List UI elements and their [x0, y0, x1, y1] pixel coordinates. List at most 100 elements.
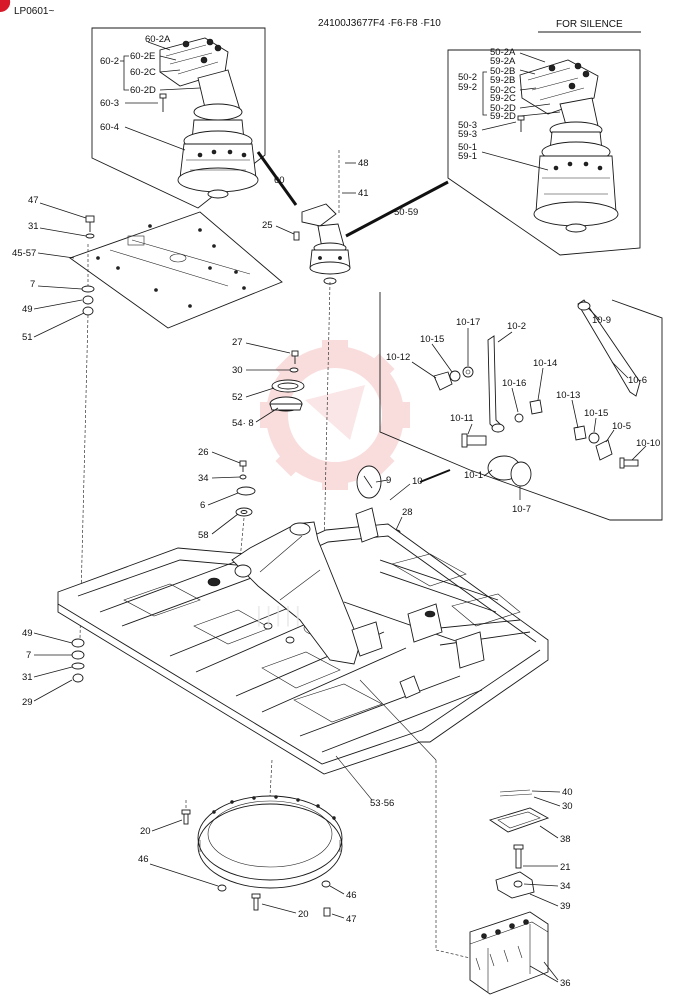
- watermark-text-decoration: |||||: [256, 602, 305, 627]
- label-46-right: 46: [346, 890, 357, 901]
- label-59-1: 59-1: [458, 151, 477, 162]
- label-7-top: 7: [30, 279, 35, 290]
- label-10-6: 10-6: [628, 375, 647, 386]
- label-59-2D: 59-2D: [490, 111, 516, 122]
- label-58: 58: [198, 530, 209, 541]
- lever-10-drawing: [356, 299, 641, 499]
- plate-bolts-left: [71, 215, 95, 683]
- label-60-2D: 60-2D: [130, 85, 156, 96]
- label-49-bottom: 49: [22, 628, 33, 639]
- label-10-16: 10-16: [502, 378, 526, 389]
- label-29: 29: [22, 697, 33, 708]
- label-46-left: 46: [138, 854, 149, 865]
- label-59-2B: 59-2B: [490, 75, 515, 86]
- label-21: 21: [560, 862, 571, 873]
- label-60-2A: 60-2A: [145, 34, 171, 45]
- label-41: 41: [358, 188, 369, 199]
- label-10: 10: [412, 476, 423, 487]
- label-39: 39: [560, 901, 571, 912]
- inset-50-59-leaders: [481, 52, 561, 171]
- swing-motor-50-59-drawing: [517, 59, 619, 233]
- label-10-7: 10-7: [512, 504, 531, 515]
- label-60-2: 60-2: [100, 56, 119, 67]
- label-10-2: 10-2: [507, 321, 526, 332]
- label-10-13: 10-13: [556, 390, 580, 401]
- label-52: 52: [232, 392, 243, 403]
- label-54-8: 54· 8: [232, 418, 254, 429]
- label-28: 28: [402, 507, 413, 518]
- label-60-4: 60-4: [100, 122, 119, 133]
- label-34-bottom: 34: [560, 881, 571, 892]
- label-10-17: 10-17: [456, 317, 480, 328]
- label-49-top: 49: [22, 304, 33, 315]
- label-20-left: 20: [140, 826, 151, 837]
- label-25: 25: [262, 220, 273, 231]
- label-59-2: 59-2: [458, 82, 477, 93]
- swing-motor-60-drawing: [159, 37, 259, 199]
- label-6: 6: [200, 500, 205, 511]
- label-10-15-a: 10-15: [420, 334, 444, 345]
- inset-lever-10: [379, 292, 663, 521]
- label-9: 9: [386, 475, 391, 486]
- corner-badge: [0, 0, 11, 13]
- label-53-56: 53·56: [370, 798, 394, 809]
- link-inset-60: [256, 151, 298, 206]
- watermark-logo: [260, 340, 410, 490]
- label-50-2C: 50-2C: [490, 85, 516, 96]
- label-47-bottom: 47: [346, 914, 357, 925]
- label-20-bottom: 20: [298, 909, 309, 920]
- silence-note: FOR SILENCE: [556, 19, 623, 30]
- label-59-2C: 59-2C: [490, 93, 516, 104]
- label-10-5: 10-5: [612, 421, 631, 432]
- page-code: LP0601~: [14, 6, 54, 17]
- label-7-bottom: 7: [26, 650, 31, 661]
- main-frame: [57, 507, 549, 775]
- center-swing-motor: [301, 150, 351, 641]
- label-60-2C: 60-2C: [130, 67, 156, 78]
- lever-10-leaders: [375, 307, 647, 501]
- label-34-mid: 34: [198, 473, 209, 484]
- label-38: 38: [560, 834, 571, 845]
- link-inset-50-59: [345, 180, 449, 238]
- label-10-14: 10-14: [533, 358, 557, 369]
- label-31-bottom: 31: [22, 672, 33, 683]
- label-50-2D: 50-2D: [490, 103, 516, 114]
- label-47-top: 47: [28, 195, 39, 206]
- label-10-10: 10-10: [636, 438, 660, 449]
- label-59-3: 59-3: [458, 129, 477, 140]
- label-50-2: 50-2: [458, 72, 477, 83]
- inset-60-leaders: [120, 41, 201, 151]
- label-50-2A: 50-2A: [490, 47, 516, 58]
- cover-plate-45-57: [69, 211, 283, 329]
- label-27: 27: [232, 337, 243, 348]
- label-30-mid: 30: [232, 365, 243, 376]
- label-36: 36: [560, 978, 571, 989]
- label-60-3: 60-3: [100, 98, 119, 109]
- label-60: 60: [274, 175, 285, 186]
- label-45-57: 45-57: [12, 248, 36, 259]
- battery-bracket-parts: [469, 789, 550, 995]
- label-10-1: 10-1: [464, 470, 483, 481]
- label-26: 26: [198, 447, 209, 458]
- model-reference: 24100J3677F4 ·F6·F8 ·F10: [318, 18, 441, 29]
- label-10-12: 10-12: [386, 352, 410, 363]
- label-31-top: 31: [28, 221, 39, 232]
- label-30-bottom: 30: [562, 801, 573, 812]
- label-50-2B: 50-2B: [490, 66, 515, 77]
- label-50-3: 50-3: [458, 120, 477, 131]
- label-10-15-b: 10-15: [584, 408, 608, 419]
- label-48: 48: [358, 158, 369, 169]
- label-50-1: 50-1: [458, 142, 477, 153]
- label-40: 40: [562, 787, 573, 798]
- label-10-9: 10-9: [592, 315, 611, 326]
- label-60-2E: 60-2E: [130, 51, 155, 62]
- label-51: 51: [22, 332, 33, 343]
- label-59-2A: 59-2A: [490, 56, 516, 67]
- center-part-stack: [235, 350, 305, 561]
- label-10-11: 10-11: [450, 413, 474, 424]
- label-50-59: 50·59: [394, 207, 418, 218]
- swing-bearing: [181, 759, 343, 917]
- inset-swing-motor-50-59: [447, 49, 641, 256]
